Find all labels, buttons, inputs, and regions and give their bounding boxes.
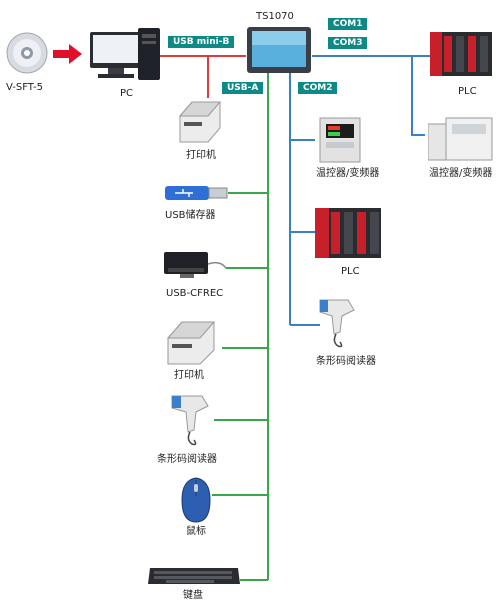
usb-a-tag: USB-A xyxy=(222,82,264,94)
mouse-icon xyxy=(181,477,211,523)
usb-mini-b-tag: USB mini-B xyxy=(168,36,235,48)
usb-cfrec-label: USB-CFREC xyxy=(166,288,224,299)
plc-icon xyxy=(430,32,492,76)
vsft-label: V-SFT-5 xyxy=(6,82,43,93)
plc-icon xyxy=(315,208,381,258)
touch-panel-icon xyxy=(247,27,311,73)
com-right-branch-line xyxy=(411,56,425,136)
barcode-reader-icon xyxy=(171,395,209,446)
printer-top-label: 打印机 xyxy=(186,150,216,161)
temp-ctrl-right-label: 温控器/变频器 xyxy=(429,168,493,179)
keyboard-label: 键盘 xyxy=(183,590,203,601)
keyboard-icon xyxy=(148,568,240,584)
barcode-left-label: 条形码阅读器 xyxy=(157,454,217,465)
com1-tag: COM1 xyxy=(328,18,368,30)
cd-icon xyxy=(6,32,48,74)
printer-icon xyxy=(178,101,222,143)
temp-controller-icon xyxy=(319,117,361,163)
printer-bottom-label: 打印机 xyxy=(174,370,204,381)
barcode-reader-icon xyxy=(319,299,355,348)
temp-controller-icon xyxy=(428,117,493,161)
usb-storage-label: USB储存器 xyxy=(165,210,216,221)
barcode-right-label: 条形码阅读器 xyxy=(316,356,376,367)
arrow-icon xyxy=(53,44,82,64)
com2-tag: COM2 xyxy=(298,82,338,94)
temp-ctrl-mid-label: 温控器/变频器 xyxy=(316,168,380,179)
pc-icon xyxy=(90,28,160,80)
pc-label: PC xyxy=(120,88,134,99)
usb-drive-icon xyxy=(165,186,228,200)
mouse-label: 鼠标 xyxy=(186,526,206,537)
cf-reader-icon xyxy=(164,252,227,278)
plc-mid-label: PLC xyxy=(341,266,360,277)
printer-icon xyxy=(166,321,216,365)
ts-label: TS1070 xyxy=(256,11,294,22)
plc-top-label: PLC xyxy=(458,86,477,97)
com3-tag: COM3 xyxy=(328,37,368,49)
